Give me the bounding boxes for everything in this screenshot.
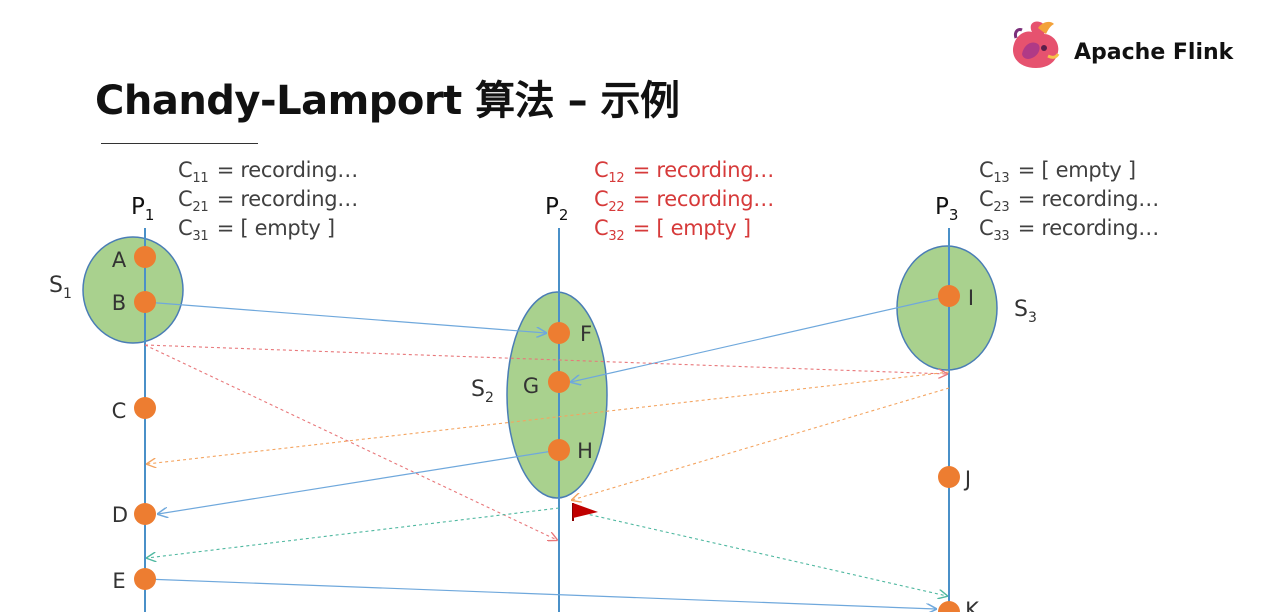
state-line: C31 = [ empty ] (178, 216, 335, 244)
event-c: C (112, 397, 156, 423)
state-block-p1: C11 = recording… C21 = recording… C31 = … (178, 156, 358, 244)
page-title: Chandy-Lamport 算法 – 示例 (95, 78, 680, 124)
svg-text:J: J (963, 467, 971, 491)
marker-p1-to-p2 (144, 344, 557, 540)
state-line: C21 = recording… (178, 187, 358, 215)
process-label-p3: P3 (935, 194, 958, 224)
svg-text:I: I (968, 286, 974, 310)
marker-p3-to-p1 (147, 371, 950, 464)
snapshot-region-s2 (506, 291, 608, 499)
state-line: C11 = recording… (178, 158, 358, 186)
event-h: H (548, 439, 593, 463)
flag-icon (572, 503, 598, 521)
state-block-p2: C12 = recording… C22 = recording… C32 = … (594, 156, 774, 244)
event-b: B (112, 291, 156, 315)
message-h-to-d (158, 449, 560, 514)
event-i: I (938, 285, 974, 310)
svg-text:D: D (112, 503, 128, 527)
state-line: C32 = [ empty ] (594, 216, 751, 244)
svg-text:H: H (577, 439, 593, 463)
message-i-to-g (571, 295, 950, 382)
state-line: C33 = recording… (979, 216, 1159, 244)
state-line: C22 = recording… (594, 187, 774, 215)
svg-text:K: K (965, 598, 980, 612)
snapshot-label-s3: S3 (1014, 297, 1037, 326)
event-e: E (112, 568, 156, 593)
state-block-p3: C13 = [ empty ] C23 = recording… C33 = r… (979, 156, 1159, 244)
event-k: K (938, 598, 980, 612)
snapshot-region-s3 (896, 245, 998, 371)
state-line: C23 = recording… (979, 187, 1159, 215)
marker-p2-to-p1 (147, 507, 560, 558)
svg-text:A: A (112, 248, 127, 272)
flink-squirrel-logo-icon (1012, 21, 1060, 68)
event-d: D (112, 503, 156, 527)
event-a: A (112, 246, 156, 272)
marker-p3-to-p2 (572, 387, 950, 500)
svg-text:F: F (580, 322, 592, 346)
marker-p1-to-p3 (144, 344, 947, 374)
message-e-to-k (144, 578, 936, 609)
snapshot-label-s1: S1 (49, 273, 72, 302)
marker-p2-to-p3 (577, 511, 947, 596)
state-line: C12 = recording… (594, 158, 774, 186)
brand-name: Apache Flink (1074, 40, 1234, 65)
svg-text:C: C (112, 399, 127, 423)
message-b-to-f (144, 301, 546, 333)
svg-text:E: E (112, 569, 125, 593)
svg-text:B: B (112, 291, 126, 315)
process-label-p1: P1 (131, 194, 154, 224)
title-underline (101, 143, 258, 144)
event-g: G (523, 371, 570, 398)
event-j: J (938, 466, 971, 491)
snapshot-label-s2: S2 (471, 377, 494, 406)
state-line: C13 = [ empty ] (979, 158, 1136, 186)
svg-text:G: G (523, 374, 539, 398)
snapshot-region-s1 (82, 236, 184, 344)
event-f: F (548, 322, 592, 346)
process-label-p2: P2 (545, 194, 568, 224)
